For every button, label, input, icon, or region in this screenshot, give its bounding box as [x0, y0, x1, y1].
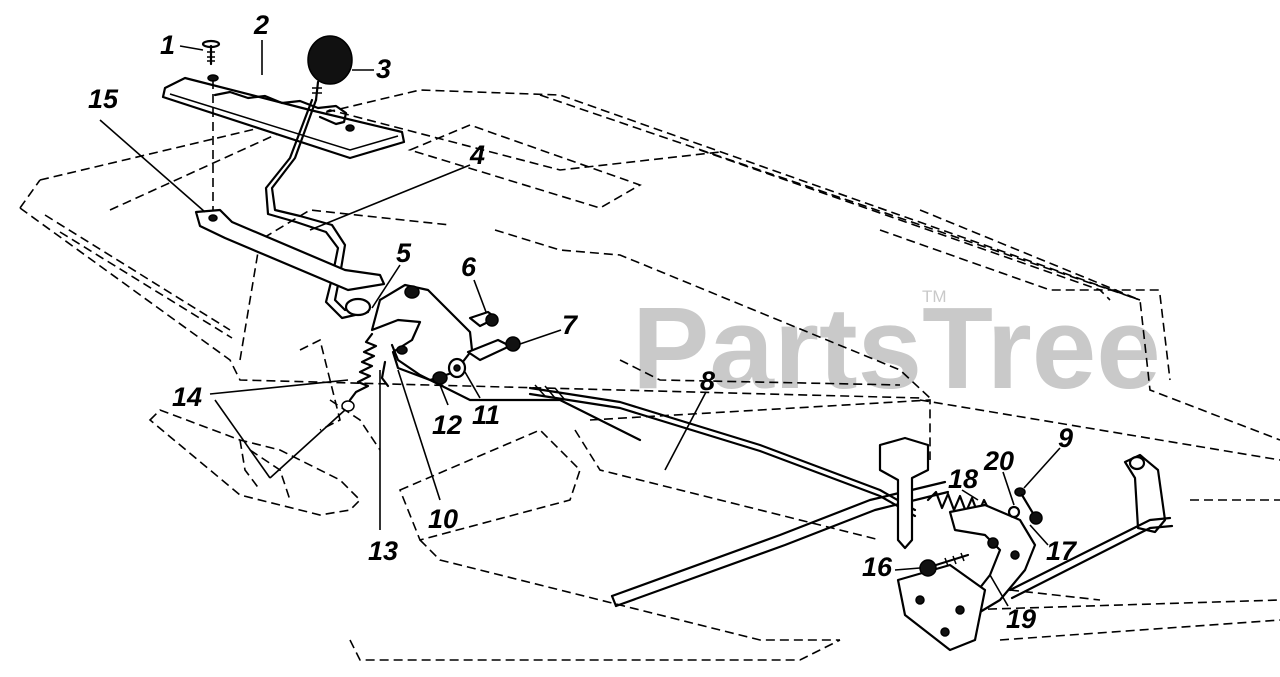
washer-11: [447, 357, 467, 379]
control-rod: [528, 384, 917, 518]
callout-6: 6: [461, 252, 477, 282]
shaft-arm: [1008, 453, 1174, 600]
mount-bracket: [878, 436, 930, 550]
callout-2: 2: [253, 10, 269, 40]
callout-4: 4: [469, 140, 485, 170]
cam-plate: [896, 503, 1037, 652]
callout-9: 9: [1058, 423, 1073, 453]
callout-10: 10: [428, 504, 458, 534]
callout-8: 8: [700, 366, 715, 396]
link-7: [466, 336, 521, 362]
frame-outline: [19, 89, 1280, 661]
washer-20: [1007, 505, 1043, 525]
shift-lever: [264, 98, 370, 320]
watermark-trademark: TM: [922, 287, 947, 306]
callout-14: 14: [172, 382, 202, 412]
callout-19: 19: [1006, 604, 1036, 634]
spring-14: [341, 332, 378, 412]
callout-15: 15: [88, 84, 119, 114]
link-rod-10: [390, 343, 642, 442]
callout-3: 3: [376, 54, 391, 84]
callout-16: 16: [862, 552, 893, 582]
shoulder-bolt-6: [468, 310, 499, 328]
callout-5: 5: [396, 238, 412, 268]
leader-lines: [99, 40, 1061, 607]
callout-18: 18: [948, 464, 978, 494]
callout-12: 12: [432, 410, 462, 440]
shift-plate: [161, 74, 406, 210]
callout-17: 17: [1046, 536, 1078, 566]
callout-numbers: 1 2 3 4 5 6 7 8 9 10 11 12 13 14 15 16 1…: [88, 10, 1078, 634]
callout-13: 13: [368, 536, 398, 566]
shift-knob: [307, 35, 353, 102]
screw-1: [201, 39, 221, 66]
callout-20: 20: [983, 446, 1014, 476]
callout-11: 11: [472, 400, 500, 430]
clip-13: [380, 360, 390, 388]
callout-7: 7: [562, 310, 579, 340]
watermark-text: PartsTree: [632, 283, 1161, 413]
bracket-15: [194, 208, 386, 292]
callout-1: 1: [160, 30, 175, 60]
screw-9: [1014, 487, 1036, 517]
